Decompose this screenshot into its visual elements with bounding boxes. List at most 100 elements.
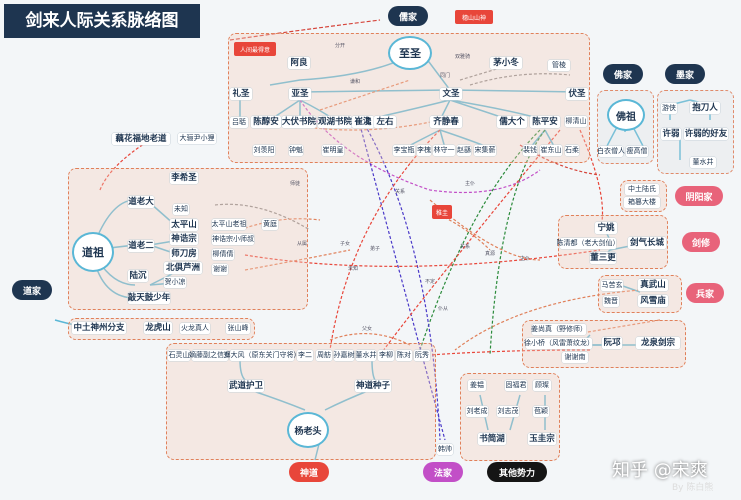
node-kouzhao: 固福君 <box>505 380 527 391</box>
label-12: 主仆 <box>520 256 531 262</box>
node-mayanxiu: 马苦玄 <box>601 280 623 291</box>
node-lixin: 李柳 <box>378 350 394 361</box>
node-longhushan: 龙虎山 <box>144 322 172 334</box>
node-guanyin: 管棱 <box>548 60 570 71</box>
node-dongshuijing: 董水井 <box>355 350 377 361</box>
node-laodaoer: 道老二 <box>128 240 154 252</box>
node-beijulu: 北俱芦洲 <box>164 262 202 274</box>
node-zhouzhou: 周舫 <box>316 350 332 361</box>
node-lixisheng: 李希圣 <box>170 172 198 184</box>
label-5: 主仆 <box>465 181 476 187</box>
label-10: 未知 <box>348 266 359 272</box>
node-zhengda: 郑大风（原东关门守将） <box>223 350 301 361</box>
node-yikurendao: 抱刀人 <box>690 102 720 114</box>
node-dafeng: 大骊尹小狸 <box>178 133 216 144</box>
circle-fozu: 佛祖 <box>607 99 645 131</box>
node-laodaoda: 道老大 <box>128 196 154 208</box>
label-8: 弟子 <box>370 246 381 252</box>
pill-rujia: 儒家 <box>388 6 428 26</box>
node-liuzhiniu: 刘老成 <box>466 406 488 417</box>
node-shiyanshan: 石灵山 <box>168 350 190 361</box>
node-fojiasheng: 瘦高僧 <box>626 146 648 157</box>
node-zuoyou: 左右 <box>374 116 396 128</box>
node-tianshizhenren: 火龙真人 <box>180 323 210 334</box>
node-guanhu: 观湖书院 <box>318 116 353 128</box>
node-xiezai: 谢谢 <box>212 264 228 275</box>
node-songjixin: 宋集薪 <box>474 145 496 156</box>
node-shendaozhongzi: 神道种子 <box>355 380 391 392</box>
label-16: 仆从 <box>438 306 449 312</box>
label-15: 父女 <box>362 326 373 332</box>
label-0: 分开 <box>335 43 346 49</box>
label-3: 谦和 <box>350 79 361 85</box>
node-yuguizong: 玉圭宗 <box>528 433 556 445</box>
node-liuzhi: 刘羡阳 <box>253 145 275 156</box>
node-zhenkao: 阮邛 <box>602 337 622 349</box>
node-ouhua: 藕花福地老道 <box>112 133 170 145</box>
label-14: 关系 <box>395 189 406 195</box>
node-weijin: 魏晋 <box>603 296 619 307</box>
pill-daojia: 道家 <box>12 280 52 300</box>
node-qiutian: 敲天鼓少年 <box>127 292 171 304</box>
node-dongshuijing2: 董水井 <box>690 157 716 168</box>
node-libaoping: 李宝瓶 <box>393 145 415 156</box>
node-taipingzhang: 太平山老祖 <box>211 219 247 230</box>
node-zhenwushan: 真武山 <box>638 279 668 291</box>
pill-fajia: 法家 <box>423 462 463 482</box>
pill-bingjia: 兵家 <box>686 283 724 303</box>
node-liuzhimao: 刘志茂 <box>497 406 519 417</box>
watermark: 知乎 @宋爽 <box>612 460 708 481</box>
node-lihuai: 李槐 <box>417 145 431 156</box>
node-shitou: 石柔 <box>565 145 579 156</box>
node-jiangshang: 姜尚真（野修师） <box>531 324 587 335</box>
label-4: 师徒 <box>290 181 301 187</box>
node-aliang: 阿良 <box>288 57 310 69</box>
node-yasheng: 亚圣 <box>289 88 311 100</box>
node-shenhaozong: 神诰宗 <box>170 233 198 245</box>
node-xiejianan: 谢谢南 <box>562 352 588 363</box>
node-taipingshan: 太平山 <box>170 219 198 231</box>
node-haitang: 苞颖 <box>533 406 549 417</box>
node-shenhaomaster: 神诰宗小师叔 <box>212 234 254 245</box>
node-jiyu: 箱篡大楼 <box>624 197 660 208</box>
node-qijingchun: 齐静春 <box>430 116 462 128</box>
redbox-renjian: 人间最得意 <box>234 42 276 56</box>
redbox-zhuyi: 稚圭 <box>432 205 452 219</box>
node-fojiaya: 白衣僧人 <box>597 146 625 157</box>
node-liuchao: 柳清山 <box>565 116 587 127</box>
node-cunmiao: 嫡藤副之信女 <box>189 350 231 361</box>
circle-daozu: 道祖 <box>72 232 114 272</box>
node-fusheng: 伏圣 <box>566 88 588 100</box>
node-liuxiu: 柳倩倩 <box>212 249 234 260</box>
watermark-author: By 陈白熊 <box>672 483 714 493</box>
circle-yanglaotou: 杨老头 <box>287 412 329 448</box>
circle-zhisheng: 至圣 <box>388 36 432 70</box>
node-sunjia: 孙嘉树 <box>333 350 355 361</box>
node-zhongkui: 钟魁 <box>289 145 303 156</box>
node-zhaoyao: 赵繇 <box>457 145 471 156</box>
node-chenchun: 陈醇安 <box>251 116 281 128</box>
node-linshouyi: 林守一 <box>433 145 455 156</box>
label-11: 不定 <box>425 279 436 285</box>
node-shidaofang: 师刀房 <box>170 248 198 260</box>
node-chuanjia: 吕聒 <box>230 117 248 128</box>
pill-shendao: 神道 <box>289 462 329 482</box>
label-1: 双雅骑 <box>455 54 471 60</box>
node-dongsangeng: 董三更 <box>590 252 616 264</box>
label-13: 真源 <box>485 251 496 257</box>
node-luchen: 陆沉 <box>128 270 148 282</box>
node-peiqian: 裴钱 <box>523 145 537 156</box>
node-chenpingan: 陈平安 <box>530 116 560 128</box>
node-cuidong2: 崔东山 <box>540 145 562 156</box>
label-6: 子女 <box>340 241 351 247</box>
node-guhuaiguo: 顾璨 <box>533 380 551 391</box>
node-wensheng: 文圣 <box>440 88 462 100</box>
node-ruanxiu: 阮秀 <box>414 350 430 361</box>
label-7: 从属 <box>297 241 308 247</box>
redbox-jishan: 穗山山神 <box>455 10 493 24</box>
node-shujianhu: 书简湖 <box>478 433 506 445</box>
node-xuheng: 许弱 <box>661 128 681 140</box>
node-zhongtu: 中土神州分支 <box>72 322 126 334</box>
node-zhangshan: 张山峰 <box>226 323 250 334</box>
